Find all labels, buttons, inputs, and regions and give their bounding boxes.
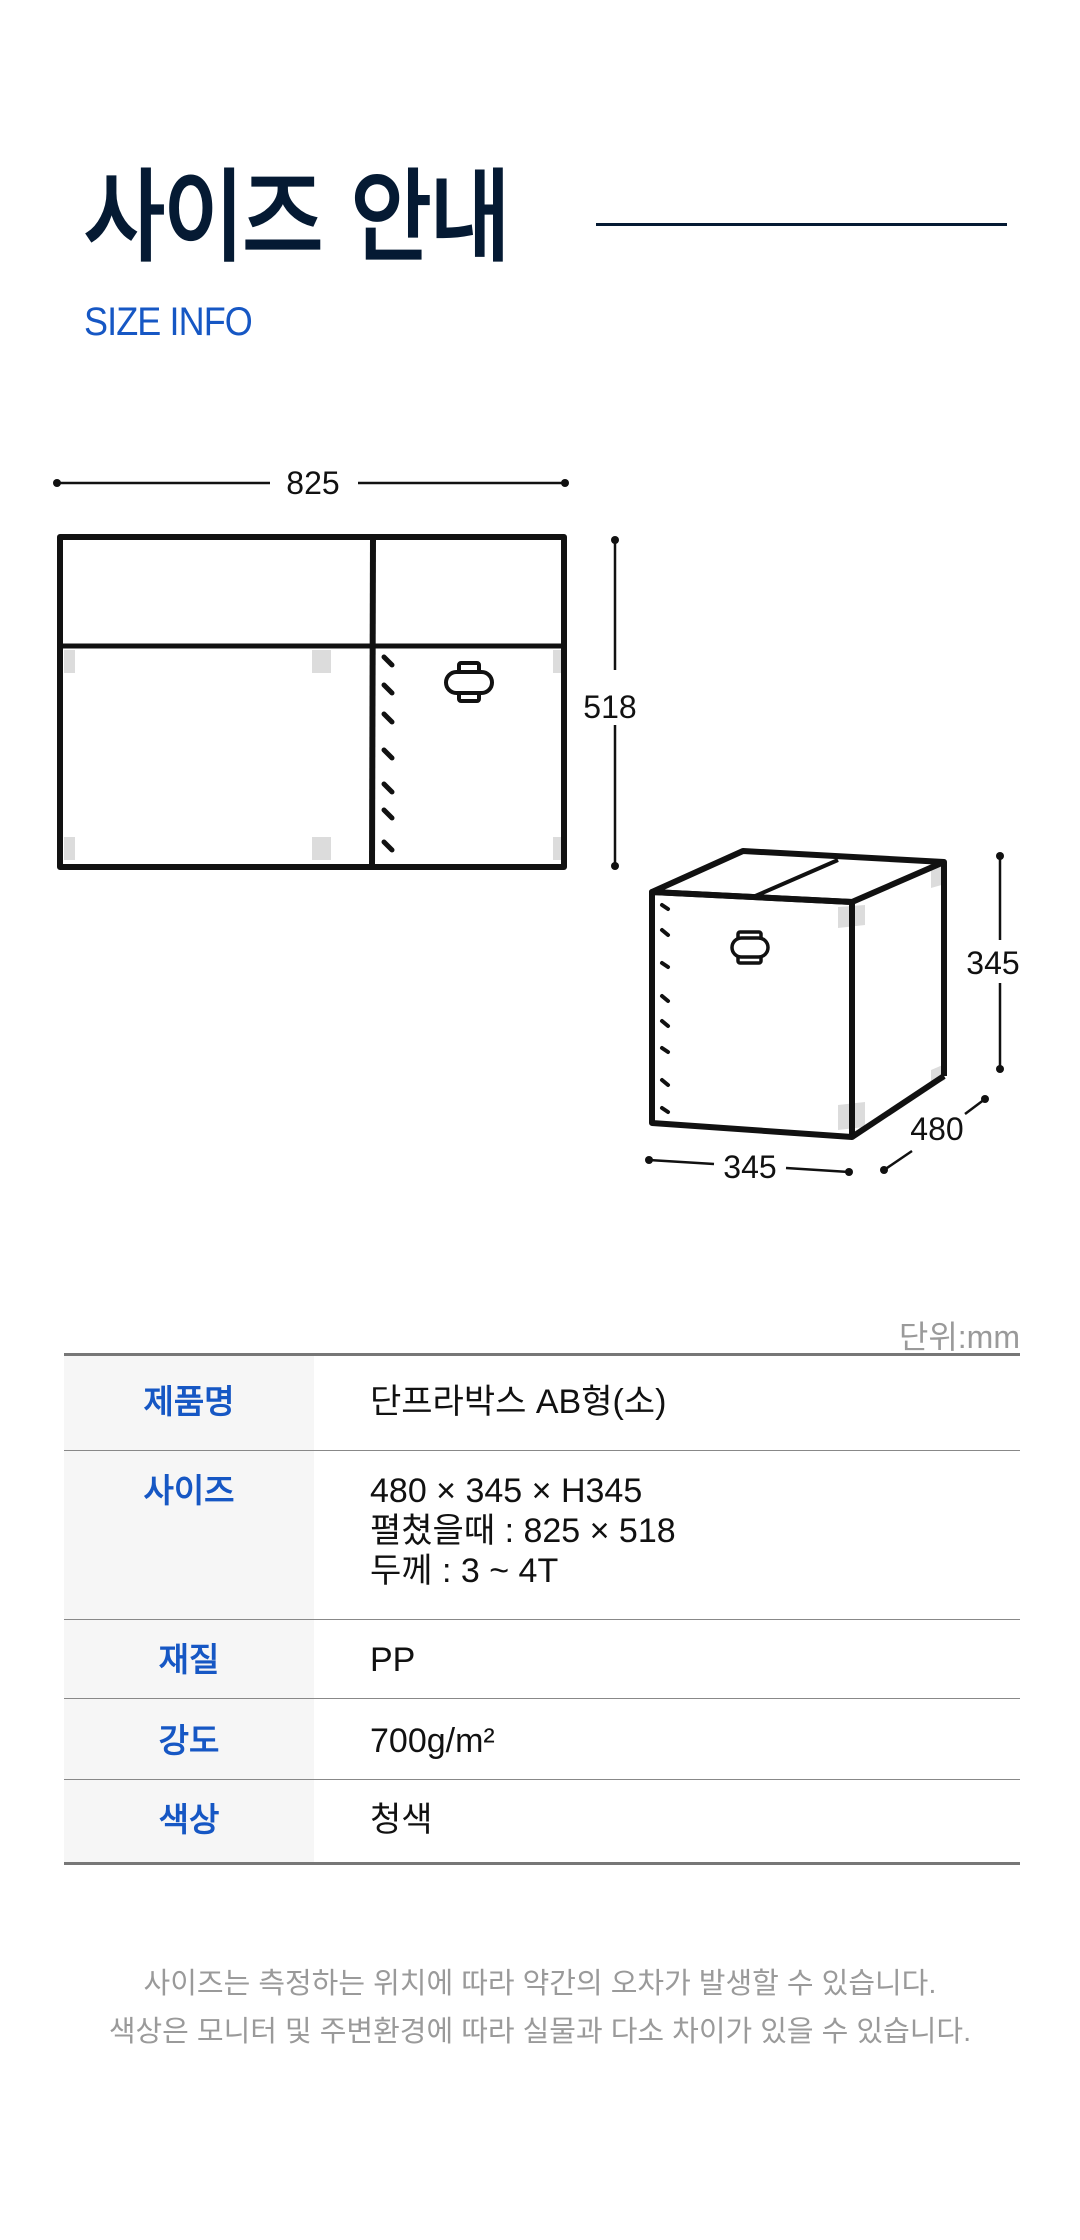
table-row-strength: 강도 700g/m² [64, 1698, 1020, 1780]
stitch-marks [381, 654, 395, 853]
note-measurement: 사이즈는 측정하는 위치에 따라 약간의 오차가 발생할 수 있습니다. [143, 1968, 937, 2000]
assembled-box-diagram: 345 480 345 [645, 848, 1020, 1185]
page-title: 사이즈 안내 [84, 159, 511, 276]
table-row-product-name: 제품명 단프라박스 AB형(소) [64, 1354, 1020, 1451]
box-stitch-marks [660, 903, 670, 1114]
box-height-dimension: 345 [966, 852, 1020, 1073]
size-diagram: 825 518 [53, 465, 1020, 1185]
row-value-line: 펼쳤을때 : 825 × 518 [370, 1512, 676, 1550]
table-row-size: 사이즈 480 × 345 × H345 펼쳤을때 : 825 × 518 두께… [64, 1450, 1020, 1620]
box-handle-icon [730, 930, 770, 965]
box-width-label: 345 [723, 1149, 776, 1185]
table-row-material: 재질 PP [64, 1619, 1020, 1699]
unfolded-width-label: 825 [286, 465, 339, 501]
corner-tape-marks [64, 650, 561, 860]
unfolded-height-label: 518 [583, 689, 636, 725]
row-value: 청색 [370, 1801, 433, 1839]
box-width-dimension: 345 [645, 1149, 853, 1185]
unfolded-sheet-diagram: 825 518 [53, 465, 637, 870]
row-label: 강도 [158, 1721, 220, 1760]
unit-label: 단위:mm [898, 1319, 1020, 1355]
box-depth-label: 480 [910, 1111, 963, 1147]
row-label: 사이즈 [143, 1471, 235, 1510]
spec-table: 제품명 단프라박스 AB형(소) 사이즈 480 × 345 × H345 펼쳤… [64, 1353, 1020, 1865]
table-row-color: 색상 청색 [64, 1779, 1020, 1864]
row-value: 단프라박스 AB형(소) [370, 1383, 667, 1421]
note-color: 색상은 모니터 및 주변환경에 따라 실물과 다소 차이가 있을 수 있습니다. [108, 2016, 972, 2048]
row-label: 색상 [158, 1800, 220, 1839]
row-label: 재질 [158, 1640, 220, 1679]
unfolded-height-dimension: 518 [583, 536, 637, 870]
row-value: PP [370, 1641, 416, 1679]
row-value-line: 두께 : 3 ~ 4T [370, 1552, 559, 1590]
row-label: 제품명 [143, 1382, 235, 1421]
page-subtitle: SIZE INFO [84, 300, 253, 344]
box-height-label: 345 [966, 945, 1019, 981]
title-divider [596, 223, 1007, 226]
row-value-line: 480 × 345 × H345 [370, 1472, 643, 1510]
unfolded-width-dimension: 825 [53, 465, 569, 501]
handle-icon [444, 661, 494, 703]
row-value: 700g/m² [370, 1722, 495, 1760]
box-depth-dimension: 480 [880, 1095, 989, 1174]
